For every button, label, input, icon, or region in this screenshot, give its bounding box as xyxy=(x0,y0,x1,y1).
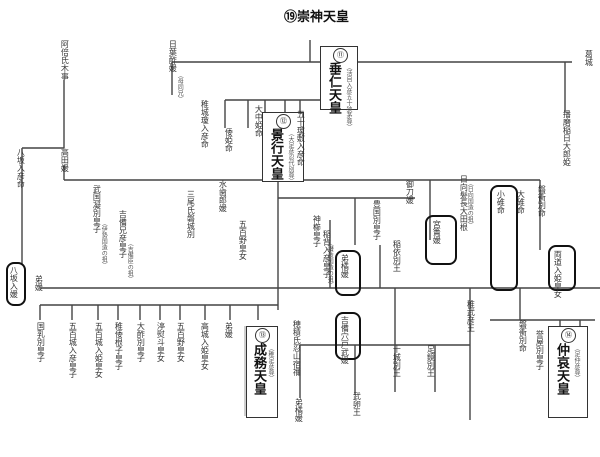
person-takebe: 武卵王 xyxy=(352,392,362,416)
emperor-name-suinin: 垂仁天皇 xyxy=(326,62,341,114)
person-kuni: 国乳別皇子 xyxy=(36,322,46,362)
person-wakaya: 稚倭根子皇子 xyxy=(114,322,124,370)
person-inase: 稲背入彦皇子 xyxy=(322,230,332,278)
person-oonaka: 大中姫命 xyxy=(254,105,264,137)
highlight-miyazu xyxy=(425,215,457,265)
emperor-note: （足仲彦尊） xyxy=(573,345,580,381)
highlight-futaji xyxy=(548,245,576,291)
emperor-name-seimu: 成務天皇 xyxy=(251,343,266,395)
person-ousu: 大碓命 xyxy=(516,190,526,214)
person-takashi: 高城入姫皇女 xyxy=(200,322,210,370)
person-kazuki: 葛城 xyxy=(584,50,594,66)
person-ototachi2: 弟橘媛 xyxy=(294,398,304,422)
person-miyake: 三尾氏磐城別 xyxy=(186,190,196,238)
person-mizuha: 水歯郎媛 xyxy=(218,180,228,212)
person-inishiki: 五十瓊敷入彦命 xyxy=(296,110,306,166)
emperor-name-keiko: 景行天皇 xyxy=(268,128,283,180)
person-takebekomi: 武国凝別皇子 xyxy=(92,185,102,233)
note: （伊勢国造の祖） xyxy=(100,220,108,268)
emperor-number: ⑬ xyxy=(255,328,270,343)
emperor-name-chuai: 仲哀天皇 xyxy=(554,343,569,395)
person-ikume: 五百城入彦皇子 xyxy=(68,322,78,378)
person-wakaki: 稚城瓊入彦命 xyxy=(200,100,210,148)
highlight-kousu xyxy=(490,185,518,291)
emperor-number: ⑭ xyxy=(561,328,576,343)
highlight-ototachibana xyxy=(335,250,361,296)
person-wakatarashi: 日向髪長大田根 xyxy=(459,175,469,231)
person-iwaki: 磐衝別命 xyxy=(537,185,547,217)
person-inaki: 稲依別王 xyxy=(392,240,402,272)
person-yamatohime: 倭姫命 xyxy=(224,128,234,152)
emperor-note: （大足彦忍代別尊） xyxy=(287,130,294,184)
emperor-note: （稚足彦尊） xyxy=(267,345,274,381)
person-iokino: 五百野皇女 xyxy=(238,220,248,260)
person-yasakairi: 八坂入彦命 xyxy=(16,148,26,188)
person-kibi: 吉備兄彦皇子 xyxy=(118,210,128,258)
person-mominomae: 五百野皇女 xyxy=(176,322,186,362)
person-miyazu: 宮簀媛 xyxy=(432,220,442,244)
person-ototachibana: 弟橘媛 xyxy=(340,254,350,278)
person-toyoko: 豊国別皇子 xyxy=(372,200,382,240)
person-kanbushi: 神櫛皇子 xyxy=(312,215,322,247)
person-wakatake: 稚武彦王 xyxy=(466,300,476,332)
page-title: ⑲崇神天皇 xyxy=(284,10,350,25)
person-iwatsuku: 磐衝別命 xyxy=(518,320,528,352)
person-futaji: 両道入姫皇女 xyxy=(553,250,563,298)
person-otohime: 弟媛 xyxy=(34,275,44,291)
note: （吉備臣の祖） xyxy=(126,240,134,282)
person-kohaya: 小碓命 xyxy=(496,190,506,214)
note: （讃岐国造の祖） xyxy=(326,240,334,288)
person-kitsu: 御刀媛 xyxy=(405,180,415,204)
person-ikumehime: 五百城入姫皇女 xyxy=(94,322,104,378)
person-takata: 高田媛 xyxy=(60,148,70,172)
person-hibasuhime: 日葉酢媛 xyxy=(168,40,178,72)
person-yasakairihime: 八坂入媛 xyxy=(9,266,19,298)
person-abe: 阿倍氏木事 xyxy=(60,40,70,80)
person-ototakaki: 弟媛 xyxy=(224,322,234,338)
highlight-yasakairihime xyxy=(6,262,26,306)
person-hoshikawa: 穂積氏忍山宿禰 xyxy=(292,320,302,376)
person-kibianatohime: 吉備穴戸武媛 xyxy=(340,316,350,364)
note: （日向国造の祖） xyxy=(466,180,474,228)
person-sukune: 足鏡別王 xyxy=(426,345,436,377)
emperor-number: ⑪ xyxy=(333,48,348,63)
person-homuya: 誉屋別皇子 xyxy=(535,330,545,370)
person-harima: 播磨稲日大郎姫 xyxy=(562,110,572,166)
person-ootomowake: 大酢別皇子 xyxy=(136,322,146,362)
person-tokiwake: 十城別王 xyxy=(392,345,402,377)
emperor-note: （活目入彦五十狭茅尊） xyxy=(345,64,352,130)
note: （母同兄） xyxy=(176,72,184,102)
person-nunoshi: 渟熨斗皇女 xyxy=(156,322,166,362)
emperor-number: ⑫ xyxy=(276,114,291,129)
highlight-kibianato xyxy=(335,312,361,360)
